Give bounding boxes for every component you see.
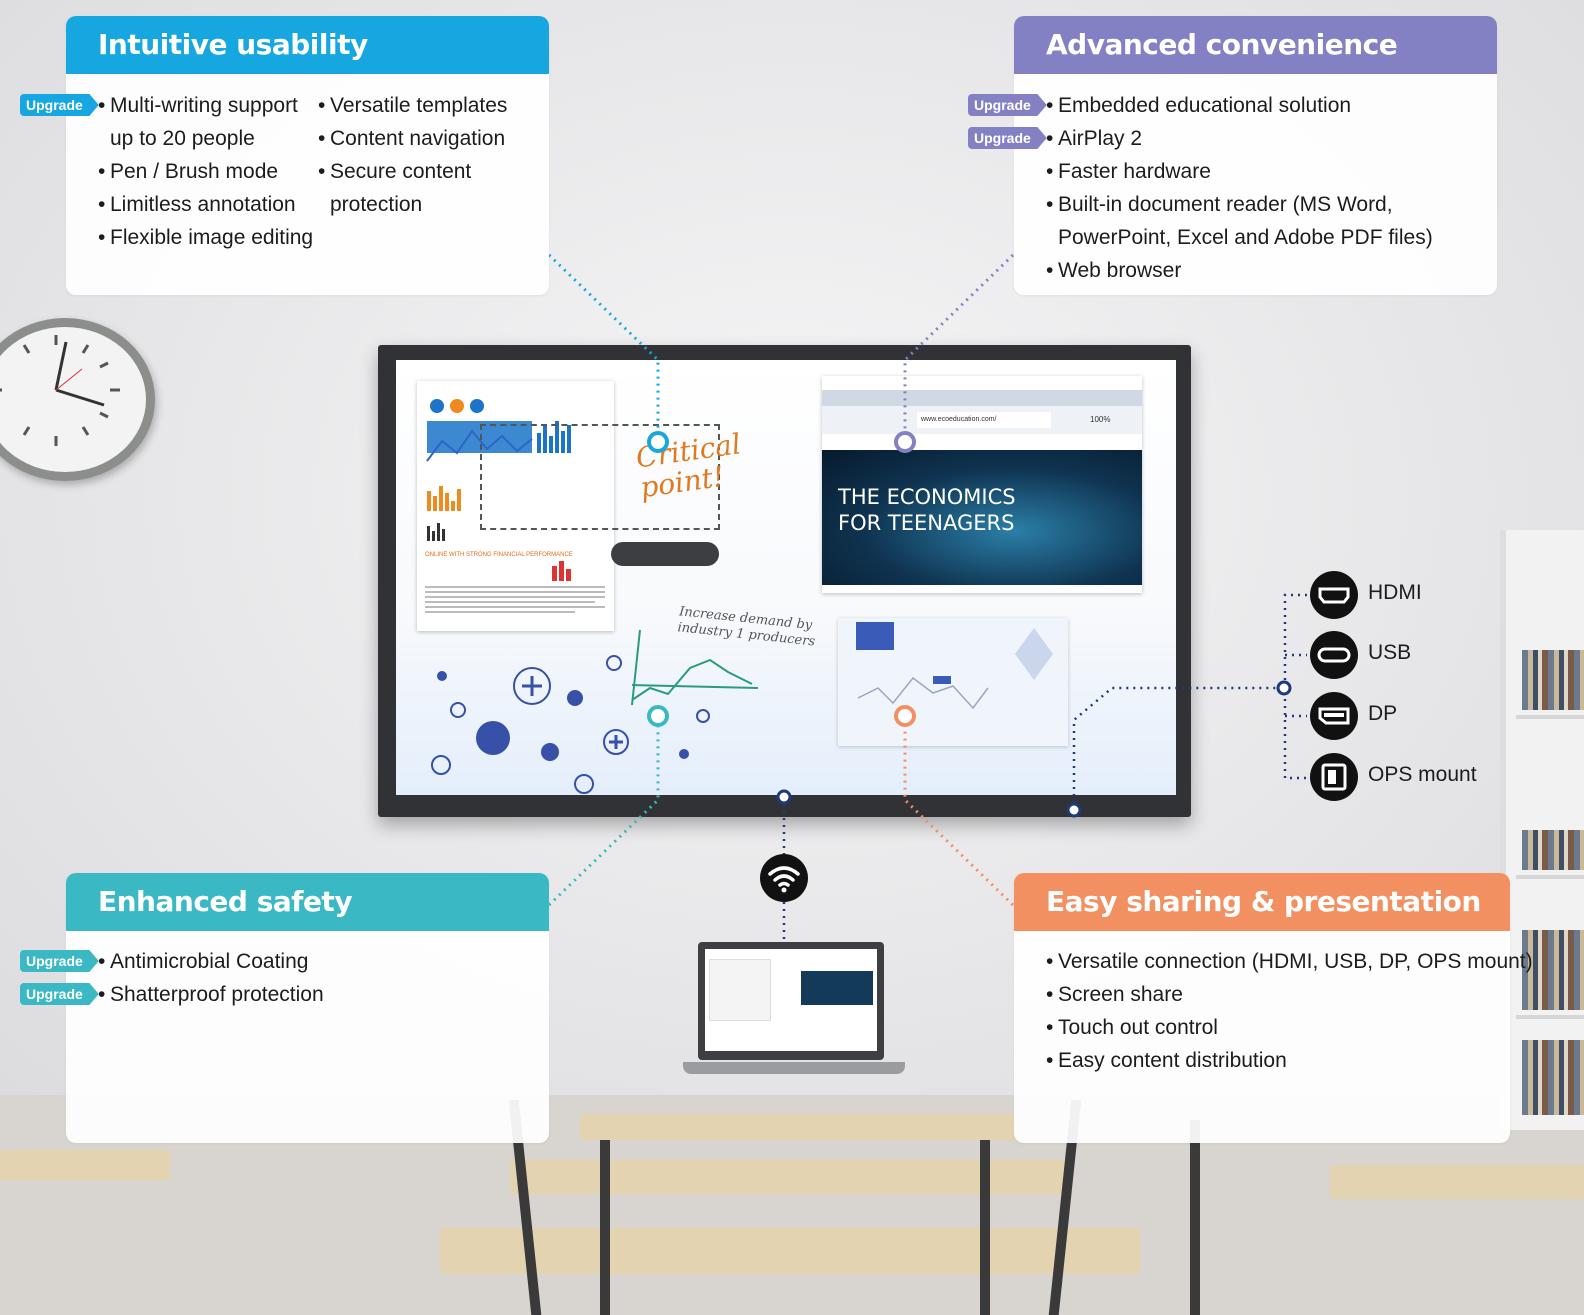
hero-title-line-1: THE ECONOMICS (838, 485, 1016, 509)
floating-toolbar[interactable] (611, 542, 719, 566)
advanced-convenience-title: Advanced convenience (1014, 16, 1497, 74)
advanced-list: •Embedded educational solution •AirPlay … (1046, 89, 1433, 287)
upgrade-badge: Upgrade (20, 950, 99, 972)
desk-leg (1190, 1120, 1200, 1315)
list-item: protection (330, 193, 423, 216)
enhanced-safety-card: Enhanced safety (66, 873, 549, 1143)
browser-hero-image (822, 450, 1142, 585)
desk-leg (600, 1140, 610, 1315)
port-label-ops-mount: OPS mount (1368, 763, 1477, 786)
desk (440, 1228, 1140, 1274)
list-item: •Limitless annotation (98, 193, 296, 216)
safety-list: •Antimicrobial Coating •Shatterproof pro… (98, 945, 324, 1011)
upgrade-badge: Upgrade (20, 983, 99, 1005)
connector-safety (547, 716, 660, 907)
list-item: •Flexible image editing (98, 226, 314, 249)
list-item: •AirPlay 2 (1046, 127, 1143, 150)
hero-title: THE ECONOMICS FOR TEENAGERS (838, 484, 1058, 536)
intuitive-list-col1: •Multi-writing support up to 20 people •… (98, 89, 313, 254)
plus-circle-icon (431, 655, 710, 794)
upgrade-badge: Upgrade (20, 94, 99, 116)
hero-title-line-2: FOR TEENAGERS (838, 511, 1015, 535)
list-item: •Antimicrobial Coating (98, 950, 309, 973)
ops-mount-icon (1310, 753, 1358, 801)
list-item: PowerPoint, Excel and Adobe PDF files) (1058, 226, 1433, 249)
connector-advanced (903, 253, 1015, 442)
connector-sharing (903, 716, 1015, 907)
list-item: •Touch out control (1046, 1016, 1218, 1039)
port-label-usb: USB (1368, 641, 1412, 664)
laptop-screen-hero (801, 971, 873, 1005)
list-item: up to 20 people (110, 127, 255, 150)
list-item: •Secure content (318, 160, 472, 183)
easy-sharing-card: Easy sharing & presentation (1014, 873, 1510, 1143)
displayport-icon (1310, 692, 1358, 740)
desk (580, 1114, 1020, 1140)
address-bar[interactable]: www.ecoeducation.com/ (917, 412, 1051, 428)
books (1522, 650, 1584, 710)
port-label-dp: DP (1368, 702, 1398, 725)
list-item: •Web browser (1046, 259, 1182, 282)
list-item: •Built-in document reader (MS Word, (1046, 193, 1393, 216)
usb-icon (1310, 631, 1358, 679)
document-thumbnail: ONLINE WITH STRONG FINANCIAL PERFORMANCE (417, 381, 614, 631)
books (1522, 830, 1584, 870)
laptop-base (683, 1062, 905, 1074)
virus-icon (437, 671, 689, 761)
shelf-board (1516, 715, 1584, 719)
germ-chart-sketch (631, 629, 759, 706)
intuitive-usability-title: Intuitive usability (66, 16, 549, 74)
laptop-screen-doc (709, 959, 771, 1021)
list-item: •Pen / Brush mode (98, 160, 279, 183)
list-item: •Screen share (1046, 983, 1183, 1006)
desk (0, 1150, 170, 1180)
list-item: •Embedded educational solution (1046, 94, 1352, 117)
dashboard-window (838, 618, 1068, 746)
shelf-board (1516, 875, 1584, 879)
dashboard-kpi-tile (856, 622, 894, 650)
list-item: •Easy content distribution (1046, 1049, 1287, 1072)
books (1522, 930, 1584, 1010)
bookshelf (1500, 530, 1584, 1130)
advanced-convenience-card: Advanced convenience (1014, 16, 1497, 295)
upgrade-badge: Upgrade (968, 127, 1047, 149)
enhanced-safety-title: Enhanced safety (66, 873, 549, 931)
hdmi-icon (1310, 571, 1358, 619)
laptop-screen (705, 949, 877, 1051)
clock-icon (0, 318, 155, 481)
desk (1330, 1165, 1584, 1199)
intuitive-usability-card: Intuitive usability (66, 16, 549, 295)
books (1522, 1040, 1584, 1115)
list-item: •Versatile templates (318, 94, 508, 117)
connector-intuitive (547, 253, 660, 442)
zoom-level: 100% (1090, 415, 1111, 424)
browser-tab-bar (822, 390, 1142, 406)
list-item: •Multi-writing support (98, 94, 298, 117)
list-item: •Shatterproof protection (98, 983, 324, 1006)
desk-leg (980, 1140, 990, 1315)
list-item: •Versatile connection (HDMI, USB, DP, OP… (1046, 950, 1533, 973)
intuitive-list-col2: •Versatile templates •Content navigation… (318, 89, 507, 221)
wifi-icon (760, 854, 808, 902)
connector-ports (1072, 686, 1283, 810)
upgrade-badge: Upgrade (968, 94, 1047, 116)
svg-text:ONLINE WITH STRONG FINANCIAL P: ONLINE WITH STRONG FINANCIAL PERFORMANCE (425, 552, 573, 558)
list-item: •Content navigation (318, 127, 506, 150)
easy-sharing-title: Easy sharing & presentation (1014, 873, 1510, 931)
list-item: •Faster hardware (1046, 160, 1211, 183)
shelf-board (1516, 1015, 1584, 1019)
sharing-list: •Versatile connection (HDMI, USB, DP, OP… (1046, 945, 1533, 1077)
port-label-hdmi: HDMI (1368, 581, 1422, 604)
selection-box[interactable] (480, 424, 720, 530)
